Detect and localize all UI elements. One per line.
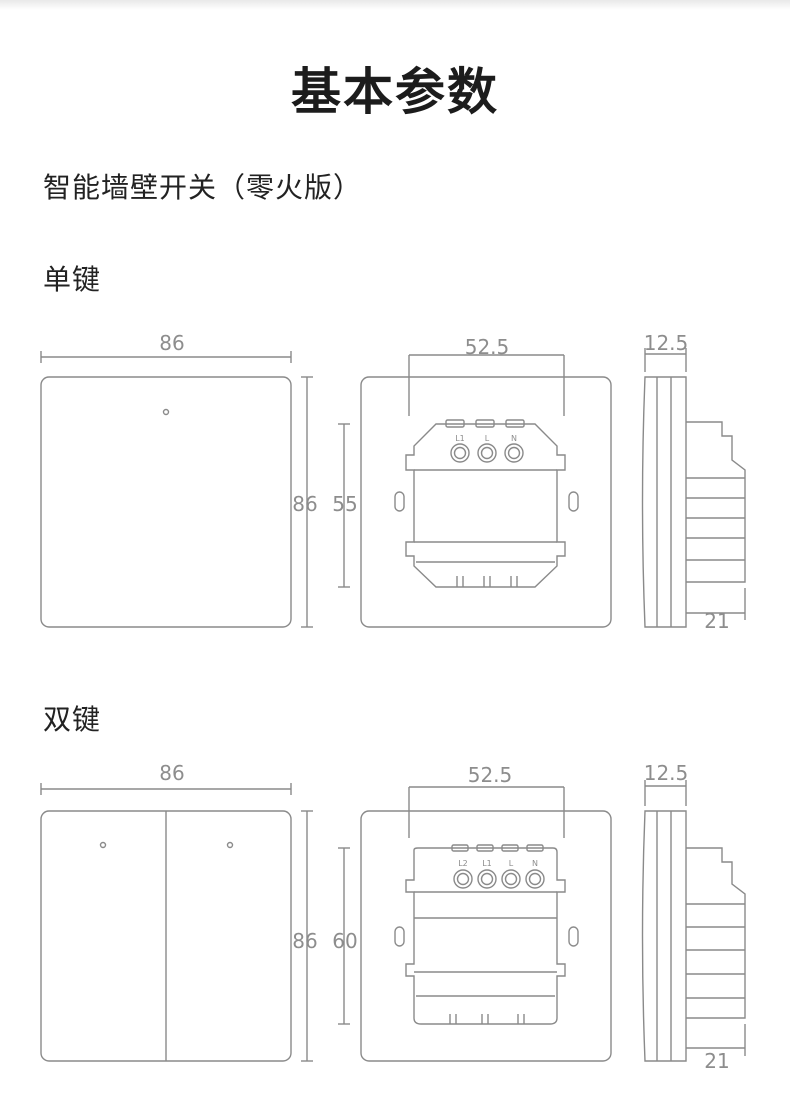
front-width-label: 86 <box>159 331 184 355</box>
front-width-label: 86 <box>159 761 184 785</box>
back-plate <box>360 376 612 628</box>
side-depth-label: 21 <box>704 609 729 633</box>
terminal-label: L2 <box>458 859 468 868</box>
terminal-label: L1 <box>455 434 465 443</box>
mount-height-label: 60 <box>332 929 357 953</box>
product-subtitle: 智能墙壁开关（零火版） <box>43 171 363 204</box>
terminal-label: L1 <box>482 859 492 868</box>
side-panel <box>641 376 687 628</box>
mount-slot-right <box>568 926 579 947</box>
terminal-label: L <box>509 859 514 868</box>
indicator-dot-right <box>226 841 234 849</box>
terminal-screw-3 <box>504 443 524 463</box>
back-view: 60 52.5 L2 L1 L N <box>332 763 612 1062</box>
mount-height-label: 55 <box>332 492 357 516</box>
front-height-label: 86 <box>292 929 317 953</box>
mount-width-label: 52.5 <box>468 763 513 787</box>
double-key-dimension-diagram: 86 86 60 52.5 <box>40 761 746 1073</box>
side-view: 12.5 21 <box>641 331 746 633</box>
side-thickness-label: 12.5 <box>644 761 689 785</box>
mount-slot-right <box>568 491 579 512</box>
side-depth-label: 21 <box>704 1049 729 1073</box>
indicator-dot <box>162 408 170 416</box>
terminal-label: L <box>485 434 490 443</box>
mount-width-label: 52.5 <box>465 335 510 359</box>
terminal-label: N <box>532 859 538 868</box>
side-module-body <box>686 421 746 583</box>
back-view: 55 52.5 L1 L N <box>332 335 612 628</box>
indicator-dot-left <box>99 841 107 849</box>
front-view: 86 86 <box>40 761 318 1062</box>
side-thickness-label: 12.5 <box>644 331 689 355</box>
terminal-screw-1 <box>450 443 470 463</box>
mount-slot-left <box>394 491 405 512</box>
terminal-screw-4 <box>525 869 545 889</box>
terminal-screw-3 <box>501 869 521 889</box>
terminal-screw-2 <box>477 443 497 463</box>
section-label-double-key: 双键 <box>43 703 102 736</box>
side-panel <box>641 810 687 1062</box>
terminal-label: N <box>511 434 517 443</box>
single-key-dimension-diagram: 86 86 55 52.5 L1 <box>40 331 746 633</box>
module-body <box>405 847 566 1025</box>
section-label-single-key: 单键 <box>43 263 102 296</box>
side-module-body <box>686 847 746 1019</box>
terminal-screw-1 <box>453 869 473 889</box>
front-view: 86 86 <box>40 331 318 628</box>
terminal-screw-2 <box>477 869 497 889</box>
front-panel <box>40 376 292 628</box>
module-body <box>405 423 566 588</box>
page-title: 基本参数 <box>291 63 499 121</box>
mount-slot-left <box>394 926 405 947</box>
back-plate <box>360 810 612 1062</box>
side-view: 12.5 21 <box>641 761 746 1073</box>
front-height-label: 86 <box>292 492 317 516</box>
top-shadow <box>0 0 790 10</box>
